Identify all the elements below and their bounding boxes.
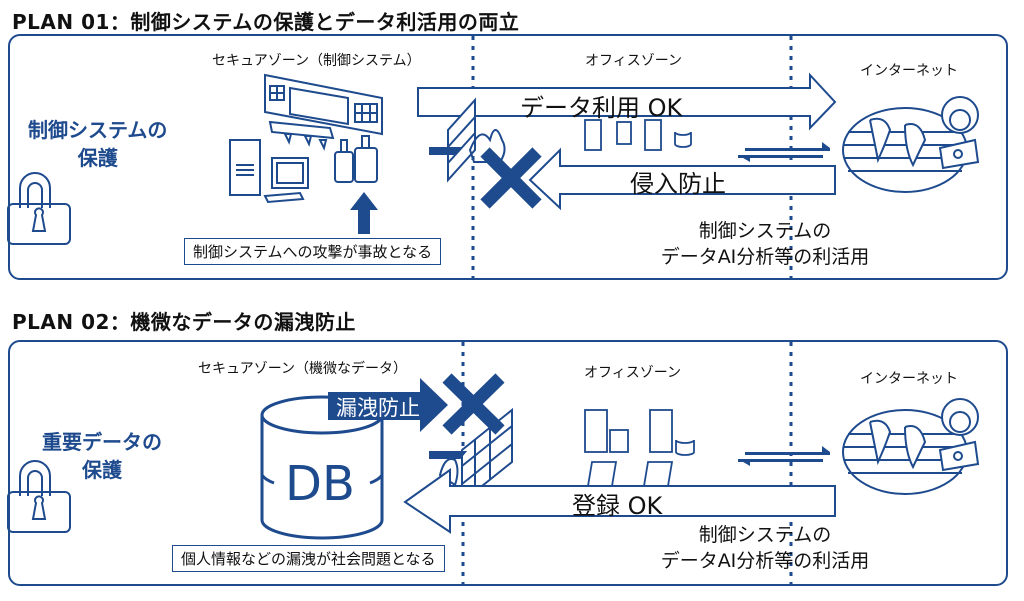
plan1-util-line2: データAI分析等の利活用 <box>660 246 870 268</box>
plan1-protect-line1: 制御システムの <box>28 118 168 142</box>
plan2-arrow-out-label: 漏洩防止 <box>336 396 420 420</box>
padlock-icon <box>7 172 71 245</box>
plan1-arrow-in <box>528 147 836 211</box>
firewall-icon <box>429 97 506 183</box>
plan2-zone-office: オフィスゾーン <box>584 365 682 381</box>
plan2-protect-label: 重要データの 保護 <box>42 428 162 484</box>
office-server-icon <box>584 119 692 151</box>
plan2-zone-internet: インターネット <box>860 371 958 387</box>
plan1-zone-office: オフィスゾーン <box>585 53 683 69</box>
plan2-protect-line1: 重要データの <box>42 430 162 454</box>
up-arrow-icon <box>350 192 378 234</box>
plan2-arrow-in-label: 登録 OK <box>572 492 663 520</box>
plan1-utilization: 制御システムの データAI分析等の利活用 <box>635 218 895 270</box>
blocked-x-icon <box>480 147 542 209</box>
plan1-protect-label: 制御システムの 保護 <box>28 116 167 172</box>
bidirectional-arrow-icon <box>738 446 830 466</box>
padlock-icon <box>7 460 71 533</box>
plan2-util-line1: 制御システムの <box>698 524 832 546</box>
plan1-util-line1: 制御システムの <box>698 220 832 242</box>
plan1-zone-secure: セキュアゾーン（制御システム） <box>212 53 421 69</box>
plan2-utilization: 制御システムの データAI分析等の利活用 <box>635 522 895 574</box>
control-room-icon <box>229 73 383 204</box>
plan2-panel <box>8 340 1008 586</box>
globe-hacker-icon <box>842 398 980 495</box>
plan2-util-line2: データAI分析等の利活用 <box>660 550 870 572</box>
plan1-caption: 制御システムへの攻撃が事故となる <box>184 238 442 265</box>
plan2-arrow-out <box>328 378 448 432</box>
plan1-zone-internet: インターネット <box>860 63 958 79</box>
plan1-title: PLAN 01：制御システムの保護とデータ利活用の両立 <box>12 10 520 34</box>
blocked-x-icon <box>442 373 505 435</box>
plan1-arrow-out-label: データ利用 OK <box>520 94 683 122</box>
plan2-arrow-in <box>403 468 836 534</box>
plan2-title: PLAN 02：機微なデータの漏洩防止 <box>12 310 356 334</box>
plan2-zone-secure: セキュアゾーン（機微なデータ） <box>198 361 408 377</box>
plan1-panel <box>8 34 1008 280</box>
plan2-caption: 個人情報などの漏洩が社会問題となる <box>172 545 445 572</box>
plan1-arrow-out <box>417 72 837 131</box>
office-server-icon <box>584 409 695 487</box>
db-label: DB <box>285 456 355 512</box>
firewall-icon <box>429 407 513 505</box>
plan2-protect-line2: 保護 <box>82 458 122 482</box>
plan1-protect-line2: 保護 <box>77 146 118 170</box>
plan1-arrow-in-label: 侵入防止 <box>630 170 726 198</box>
bidirectional-arrow-icon <box>738 142 830 162</box>
globe-hacker-icon <box>842 96 980 193</box>
